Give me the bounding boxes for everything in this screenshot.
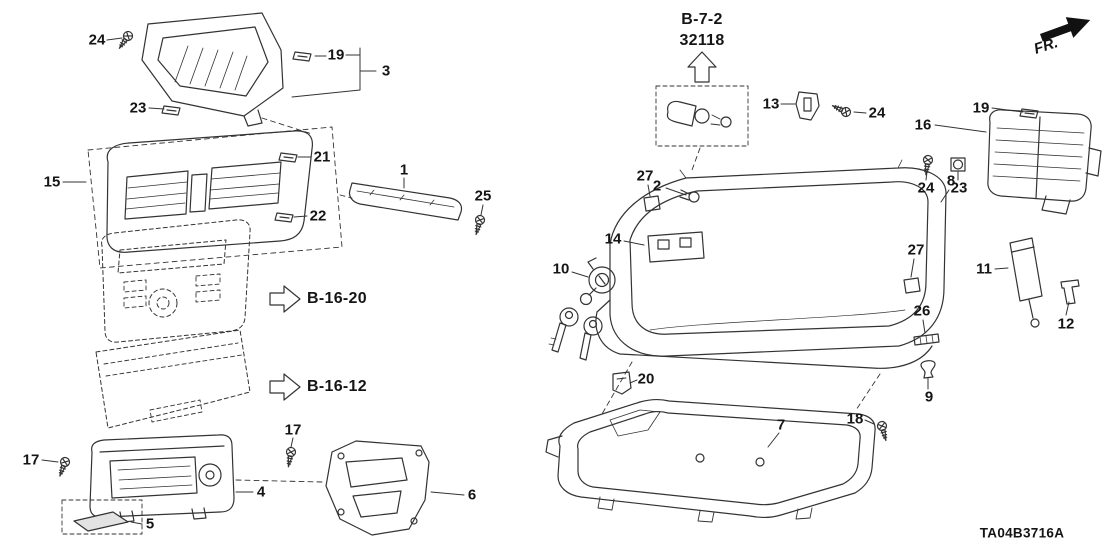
square-clip-icon: [903, 277, 921, 294]
callout-1: 1: [399, 161, 409, 179]
callout-19: 19: [327, 46, 345, 64]
screw-icon: [115, 29, 135, 52]
callout-16: 16: [914, 116, 932, 134]
diagram-code: TA04B3716A: [979, 525, 1065, 541]
clip-icon: [274, 212, 294, 223]
ref-b-7-2: B-7-2: [681, 11, 723, 28]
garnish-strip-part: [348, 182, 463, 221]
callout-25: 25: [474, 187, 492, 205]
callout-18: 18: [846, 410, 864, 428]
bracket-frame-part: [325, 440, 430, 536]
grommet-icon: [950, 157, 966, 172]
ref-arrow-icons: [269, 285, 301, 401]
callout-23: 23: [950, 179, 968, 197]
clip-icon: [1019, 108, 1039, 119]
callout-2: 2: [652, 177, 662, 195]
clip-icon: [292, 51, 312, 62]
callout-5: 5: [145, 515, 155, 533]
callout-19: 19: [972, 99, 990, 117]
fr-arrow-icon: [1040, 17, 1091, 42]
callout-17: 17: [284, 421, 302, 439]
callout-27: 27: [907, 241, 925, 259]
callout-26: 26: [913, 302, 931, 320]
b72-bulb-kit: [655, 51, 749, 147]
glovebox-door-part: [545, 399, 876, 523]
damper-clip-part: [1060, 279, 1080, 305]
callout-24: 24: [917, 179, 935, 197]
clip-20-icon: [612, 371, 632, 395]
callout-20: 20: [637, 370, 655, 388]
callout-21: 21: [313, 148, 331, 166]
callout-11: 11: [976, 260, 992, 278]
ref-b-7-2-number: 32118: [679, 32, 725, 49]
harness-clip-part: [795, 91, 820, 121]
damper-part: [1009, 237, 1043, 328]
callout-12: 12: [1057, 315, 1075, 333]
bulb-icon: [679, 189, 700, 203]
ref-b-16-20: B-16-20: [307, 290, 367, 307]
pocket-tray-part: [89, 434, 235, 523]
callout-8: 8: [946, 172, 956, 190]
callout-22: 22: [309, 207, 327, 225]
callout-27: 27: [636, 167, 654, 185]
screw-icon: [55, 455, 72, 479]
stopper-icon: [920, 360, 936, 379]
cluster-visor-part: [141, 12, 284, 127]
mat-part: [61, 499, 143, 535]
clip-icon: [278, 152, 298, 163]
callout-24: 24: [868, 104, 886, 122]
screw-icon: [471, 213, 487, 237]
callout-15: 15: [43, 173, 61, 191]
callout-3: 3: [381, 62, 391, 80]
callout-4: 4: [256, 483, 266, 501]
callout-24: 24: [88, 31, 106, 49]
clip-icon: [161, 105, 181, 116]
square-clip-icon: [643, 195, 661, 212]
callout-9: 9: [924, 388, 934, 406]
callout-17: 17: [22, 451, 40, 469]
center-garnish-part: [87, 126, 343, 269]
glovebox-housing-part: [595, 159, 947, 369]
ref-b-16-12: B-16-12: [307, 378, 367, 395]
leader-lines: [41, 37, 1070, 525]
screw-icon: [829, 100, 853, 119]
callout-7: 7: [776, 416, 786, 434]
callout-10: 10: [552, 260, 570, 278]
lower-trim-dashed: [95, 329, 251, 429]
callout-23: 23: [129, 99, 147, 117]
audio-unit-dashed: [101, 219, 251, 343]
screw-icon: [283, 446, 297, 469]
passenger-vent-part: [987, 109, 1102, 215]
callout-6: 6: [467, 486, 477, 504]
pin-icon: [913, 333, 940, 346]
callout-14: 14: [604, 230, 622, 248]
lock-cylinder-keys-part: [548, 257, 616, 361]
construction-lines: [235, 117, 881, 483]
screw-icon: [875, 419, 891, 443]
callout-13: 13: [762, 95, 780, 113]
